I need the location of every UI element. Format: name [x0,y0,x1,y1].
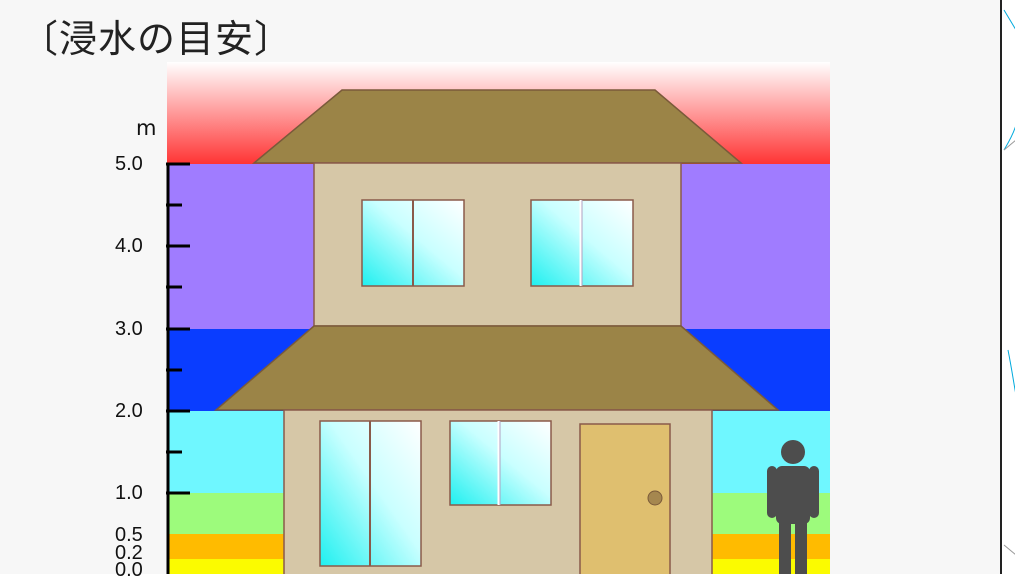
lower-left-window [319,420,422,567]
tick-label-4: 4.0 [115,235,143,257]
upper-roof [251,89,744,164]
depth-unit-label: m [136,116,157,140]
depth-scale-axis [166,162,190,574]
door-knob [647,490,663,506]
tick-label-00: 0.0 [115,559,143,581]
lower-roof [213,325,781,411]
person-silhouette-icon [767,440,819,574]
front-door [579,423,671,574]
map-contour-lines [1003,9,1015,555]
upper-right-window [530,199,634,287]
tick-label-05: 0.5 [115,524,143,546]
tick-label-2: 2.0 [115,400,143,422]
page-title: 〔浸水の目安〕 [20,17,294,61]
upper-left-window [361,199,465,287]
adjacent-map-edge [1000,0,1015,574]
tick-label-1: 1.0 [115,482,143,504]
lower-middle-window [449,420,552,506]
tick-label-3: 3.0 [115,318,143,340]
tick-label-5: 5.0 [115,153,143,175]
tick-label-02: 0.2 [115,542,143,564]
